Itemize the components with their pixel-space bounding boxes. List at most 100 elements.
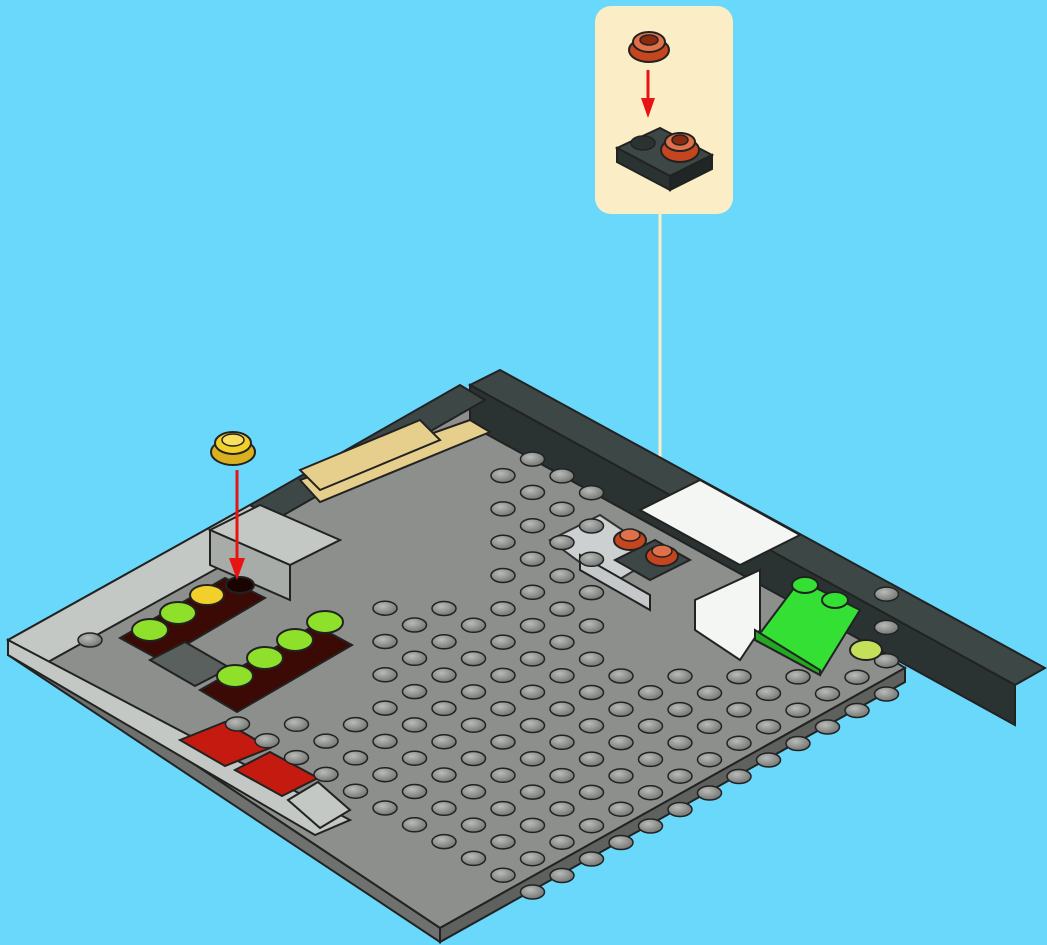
baseplate-stud bbox=[786, 703, 810, 717]
baseplate-stud bbox=[550, 536, 574, 550]
baseplate-stud bbox=[521, 852, 545, 866]
baseplate-stud bbox=[609, 802, 633, 816]
baseplate-stud bbox=[816, 720, 840, 734]
baseplate-stud bbox=[875, 620, 899, 634]
baseplate-stud bbox=[668, 803, 692, 817]
baseplate-stud bbox=[550, 569, 574, 583]
baseplate-stud bbox=[609, 669, 633, 683]
baseplate-stud bbox=[344, 718, 368, 732]
baseplate-stud bbox=[432, 801, 456, 815]
baseplate-stud bbox=[403, 651, 427, 665]
baseplate-stud bbox=[432, 701, 456, 715]
baseplate-stud bbox=[580, 619, 604, 633]
baseplate-stud bbox=[757, 686, 781, 700]
baseplate-stud bbox=[845, 704, 869, 718]
baseplate-stud bbox=[550, 669, 574, 683]
baseplate-stud bbox=[875, 587, 899, 601]
baseplate-stud bbox=[580, 486, 604, 500]
baseplate-stud bbox=[550, 702, 574, 716]
baseplate-stud bbox=[580, 586, 604, 600]
baseplate-stud bbox=[403, 818, 427, 832]
baseplate-stud bbox=[491, 602, 515, 616]
baseplate-stud bbox=[639, 819, 663, 833]
baseplate-stud bbox=[521, 652, 545, 666]
baseplate-stud bbox=[344, 784, 368, 798]
baseplate-stud bbox=[373, 601, 397, 615]
baseplate-stud bbox=[521, 585, 545, 599]
baseplate-stud bbox=[432, 735, 456, 749]
baseplate-stud bbox=[226, 717, 250, 731]
baseplate-stud bbox=[462, 652, 486, 666]
baseplate-stud bbox=[580, 552, 604, 566]
baseplate-stud bbox=[432, 768, 456, 782]
baseplate-stud bbox=[491, 502, 515, 516]
baseplate-stud bbox=[550, 735, 574, 749]
baseplate-stud bbox=[432, 602, 456, 616]
baseplate-stud bbox=[373, 801, 397, 815]
baseplate-stud bbox=[403, 751, 427, 765]
baseplate-stud bbox=[580, 852, 604, 866]
baseplate-stud bbox=[432, 668, 456, 682]
baseplate-stud bbox=[550, 802, 574, 816]
baseplate-stud bbox=[344, 751, 368, 765]
baseplate-stud bbox=[491, 735, 515, 749]
baseplate-stud bbox=[580, 752, 604, 766]
baseplate-stud bbox=[78, 633, 102, 647]
baseplate-stud bbox=[550, 635, 574, 649]
baseplate-stud bbox=[373, 701, 397, 715]
baseplate-stud bbox=[403, 618, 427, 632]
baseplate-stud bbox=[314, 734, 338, 748]
baseplate-stud bbox=[698, 753, 722, 767]
baseplate-stud bbox=[875, 687, 899, 701]
baseplate-stud bbox=[491, 802, 515, 816]
baseplate-stud bbox=[727, 770, 751, 784]
baseplate-stud bbox=[521, 685, 545, 699]
baseplate-stud bbox=[668, 703, 692, 717]
baseplate-stud bbox=[609, 836, 633, 850]
baseplate-stud bbox=[757, 753, 781, 767]
baseplate-stud bbox=[255, 734, 279, 748]
callout-round-plate-1x1 bbox=[629, 32, 669, 62]
target-stud-dark-red bbox=[226, 577, 254, 593]
baseplate-stud bbox=[550, 869, 574, 883]
baseplate-stud bbox=[727, 670, 751, 684]
baseplate-top bbox=[8, 388, 905, 928]
baseplate-stud bbox=[580, 519, 604, 533]
baseplate-stud bbox=[698, 686, 722, 700]
baseplate-stud bbox=[491, 469, 515, 483]
baseplate-stud bbox=[757, 720, 781, 734]
baseplate-stud bbox=[580, 819, 604, 833]
baseplate-stud bbox=[314, 767, 338, 781]
baseplate-stud bbox=[786, 737, 810, 751]
baseplate-stud bbox=[521, 885, 545, 899]
baseplate-stud bbox=[609, 736, 633, 750]
baseplate-stud bbox=[521, 619, 545, 633]
baseplate-stud bbox=[550, 769, 574, 783]
yellow-round-plate-part bbox=[211, 432, 255, 465]
baseplate-stud bbox=[462, 851, 486, 865]
baseplate-stud bbox=[432, 835, 456, 849]
baseplate-stud bbox=[550, 602, 574, 616]
baseplate-stud bbox=[639, 786, 663, 800]
baseplate-stud bbox=[698, 786, 722, 800]
baseplate-stud bbox=[550, 502, 574, 516]
baseplate-stud bbox=[462, 718, 486, 732]
baseplate-stud bbox=[668, 669, 692, 683]
baseplate-stud bbox=[668, 769, 692, 783]
baseplate-stud bbox=[521, 752, 545, 766]
baseplate-stud bbox=[668, 736, 692, 750]
baseplate-stud bbox=[845, 670, 869, 684]
baseplate-stud bbox=[580, 785, 604, 799]
baseplate-stud bbox=[403, 685, 427, 699]
baseplate-stud bbox=[521, 785, 545, 799]
baseplate-stud bbox=[521, 552, 545, 566]
baseplate-stud bbox=[727, 703, 751, 717]
baseplate-stud bbox=[491, 835, 515, 849]
baseplate-stud bbox=[816, 687, 840, 701]
baseplate-stud bbox=[462, 618, 486, 632]
baseplate-stud bbox=[462, 752, 486, 766]
baseplate-stud bbox=[550, 469, 574, 483]
baseplate-stud bbox=[373, 668, 397, 682]
baseplate-stud bbox=[491, 768, 515, 782]
